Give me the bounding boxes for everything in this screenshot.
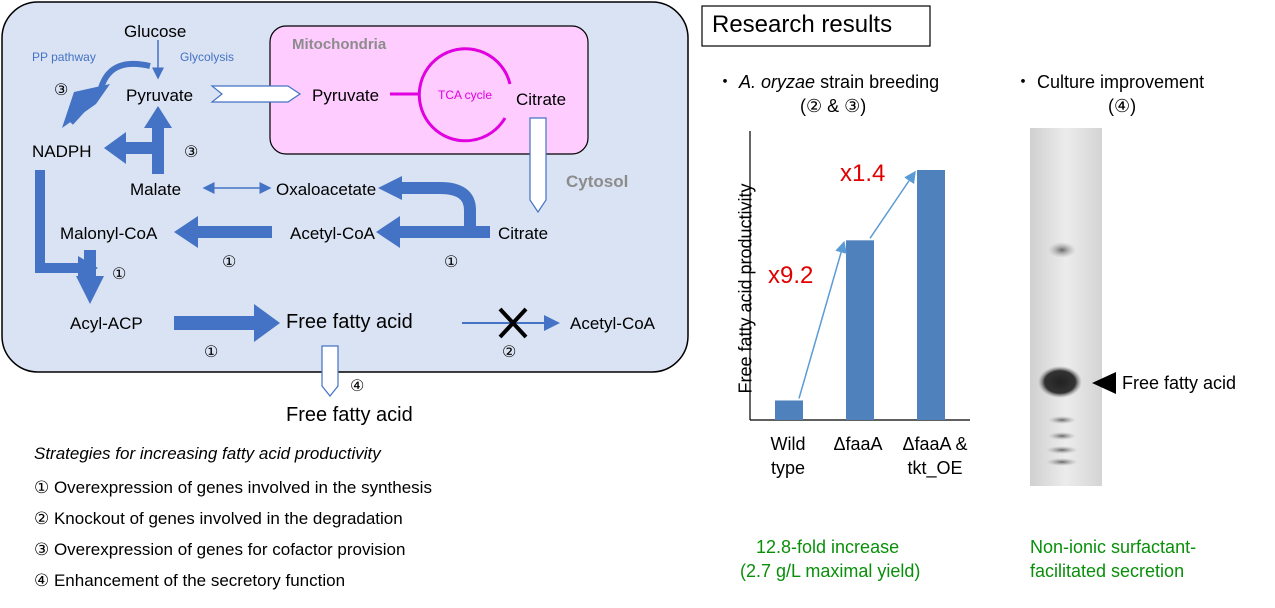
- bar-1: [846, 240, 874, 420]
- bar-0: [775, 400, 803, 420]
- glucose-label: Glucose: [124, 22, 187, 41]
- fold-label-2: x1.4: [840, 160, 886, 187]
- summary-secretion-line1: Non-ionic surfactant-: [1030, 537, 1197, 557]
- acetyl-to-malonyl-arrow: [174, 216, 198, 248]
- summary-yield-line2: (2.7 g/L maximal yield): [740, 561, 921, 581]
- strategies-title: Strategies for increasing fatty acid pro…: [34, 444, 381, 463]
- culture-heading: ・ Culture improvement: [1014, 72, 1205, 92]
- mark-1b: ①: [222, 254, 237, 271]
- tlc-band: [1046, 458, 1078, 466]
- mark-1a: ①: [112, 266, 127, 283]
- mark-2: ②: [502, 344, 517, 361]
- citrate-export-arrow: [529, 117, 547, 214]
- malonyl-coa-label: Malonyl-CoA: [60, 224, 158, 243]
- x-tick-label: ΔfaaA: [833, 434, 883, 454]
- tlc-spot-upper: [1048, 242, 1076, 258]
- summary-yield-line1: 12.8-fold increase: [756, 537, 900, 557]
- tlc-spot-ffa: [1038, 366, 1082, 398]
- citrate-to-acetyl-arrow: [376, 216, 400, 248]
- mark-1c: ①: [444, 254, 459, 271]
- glycolysis-label: Glycolysis: [180, 50, 235, 64]
- strategy-item-4: ④ Enhancement of the secretory function: [34, 571, 346, 590]
- pyruvate-transport-arrow: [210, 85, 302, 103]
- secreted-ffa-label: Free fatty acid: [286, 404, 413, 426]
- malate-to-pyruvate-arrow: [144, 106, 172, 128]
- tca-cycle-label: TCA cycle: [438, 88, 493, 102]
- cytosol-label: Cytosol: [566, 172, 629, 191]
- fold-arrow-0: [798, 240, 847, 399]
- chart-ylabel: Free fatty acid productivity: [735, 183, 756, 394]
- secretion-arrow: [321, 345, 339, 397]
- tlc-band: [1048, 416, 1076, 424]
- citrate-cytosol-label: Citrate: [498, 224, 549, 243]
- acyl-to-ffa-arrow: [254, 304, 280, 342]
- strategy-item-2: ② Knockout of genes involved in the degr…: [34, 509, 403, 528]
- culture-ref: (④): [1108, 96, 1137, 116]
- mark-3a: ③: [54, 82, 69, 99]
- strain-breeding-refs: (② & ③): [800, 96, 867, 116]
- strategy-item-1: ① Overexpression of genes involved in th…: [34, 478, 432, 497]
- acetyl-coa-out-label: Acetyl-CoA: [570, 314, 656, 333]
- pyruvate-cytosol-label: Pyruvate: [126, 86, 194, 105]
- mark-3b: ③: [184, 144, 199, 161]
- acyl-acp-label: Acyl-ACP: [70, 314, 143, 333]
- strategy-item-3: ③ Overexpression of genes for cofactor p…: [34, 540, 406, 559]
- malate-to-nadph-arrow: [104, 132, 126, 164]
- free-fatty-acid-label: Free fatty acid: [286, 311, 413, 333]
- summary-secretion-line2: facilitated secretion: [1030, 561, 1185, 581]
- malonyl-to-acyl-arrow: [76, 276, 104, 304]
- fold-arrow-1: [869, 170, 916, 239]
- tlc-band: [1048, 432, 1076, 440]
- nadph-label: NADPH: [32, 142, 92, 161]
- tlc-band: [1046, 446, 1078, 454]
- oxaloacetate-label: Oxaloacetate: [276, 180, 377, 199]
- citrate-to-oxaloacetate-arrow: [378, 176, 402, 200]
- pyruvate-mito-label: Pyruvate: [312, 86, 380, 105]
- fold-label-1: x9.2: [768, 262, 814, 289]
- mark-1d: ①: [204, 344, 219, 361]
- x-tick-label: ΔfaaA &tkt_OE: [902, 434, 968, 478]
- tlc-ffa-label: Free fatty acid: [1122, 373, 1237, 393]
- malate-label: Malate: [130, 180, 182, 199]
- acetyl-coa-label: Acetyl-CoA: [290, 224, 376, 243]
- citrate-mito-label: Citrate: [516, 90, 567, 109]
- tlc-plate: [1030, 128, 1102, 486]
- mitochondria-label: Mitochondria: [292, 36, 387, 53]
- results-title-box: [701, 5, 931, 47]
- results-title: Research results: [712, 11, 893, 38]
- mark-4: ④: [350, 378, 365, 395]
- strain-breeding-heading: ・ A. oryzae strain breeding: [716, 72, 940, 92]
- tca-cycle-icon: [417, 47, 512, 143]
- tlc-pointer-icon: [1092, 372, 1116, 394]
- bar-2: [917, 170, 945, 420]
- pp-pathway-arrow: [97, 60, 151, 93]
- pp-pathway-label: PP pathway: [32, 50, 96, 64]
